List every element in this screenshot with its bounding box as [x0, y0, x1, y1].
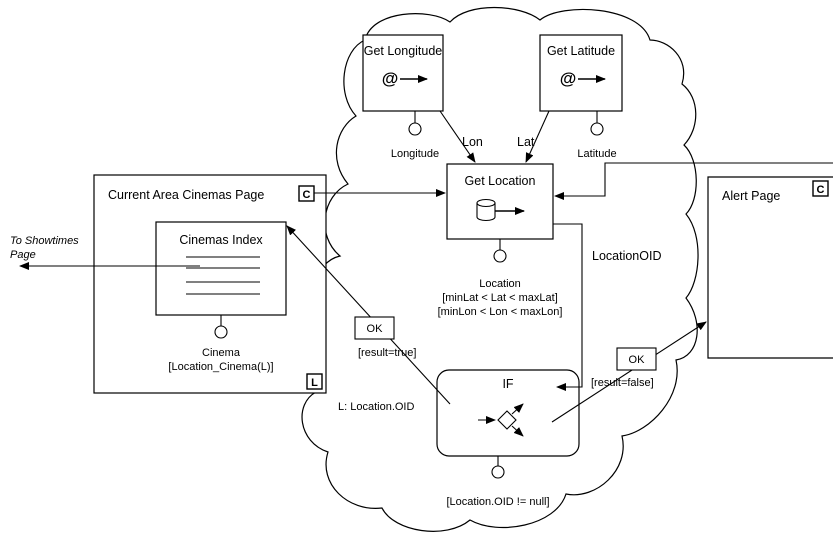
cinemas-index-title: Cinemas Index	[179, 233, 263, 247]
to-showtimes-label-1: To Showtimes	[10, 235, 79, 247]
get-longitude-title: Get Longitude	[364, 44, 443, 58]
ok-true-label: OK	[367, 323, 384, 335]
cinema-param-label: Cinema	[202, 347, 241, 359]
result-true-link[interactable]	[286, 225, 451, 405]
cinema-param-port	[214, 325, 228, 339]
get-location-title: Get Location	[465, 174, 536, 188]
get-latitude-unit[interactable]	[539, 34, 623, 112]
result-true-label: [result=true]	[358, 347, 416, 359]
cinema-param-cond: [Location_Cinema(L)]	[168, 361, 273, 373]
longitude-param-label: Longitude	[391, 148, 439, 160]
location-cond-lon: [minLon < Lon < maxLon]	[438, 306, 563, 318]
ok-false-label: OK	[629, 354, 646, 366]
switch-icon	[478, 403, 524, 437]
at-sign-icon: @	[382, 69, 399, 88]
location-oid-label: LocationOID	[592, 249, 661, 263]
operation-cloud	[299, 7, 699, 532]
alert-page	[707, 176, 833, 359]
result-false-label: [result=false]	[591, 377, 654, 389]
alert-page-title: Alert Page	[722, 189, 780, 203]
if-cond-label: [Location.OID != null]	[446, 496, 549, 508]
location-cond-lat: [minLat < Lat < maxLat]	[442, 292, 558, 304]
to-showtimes-label-2: Page	[10, 249, 36, 261]
page-c-badge-label: C	[303, 189, 311, 201]
current-area-page-title: Current Area Cinemas Page	[108, 188, 264, 202]
get-longitude-unit[interactable]	[362, 34, 444, 112]
alert-c-badge-label: C	[817, 184, 825, 196]
index-list-icon	[186, 256, 260, 295]
lon-link[interactable]	[439, 110, 476, 163]
lon-link-label: Lon	[462, 135, 483, 149]
ok-true-box[interactable]	[354, 316, 395, 340]
location-param-port	[493, 249, 507, 263]
page-l-badge	[306, 373, 323, 390]
location-oid-link[interactable]	[553, 223, 583, 391]
at-sign-icon: @	[560, 69, 577, 88]
page-l-badge-label: L	[311, 377, 318, 389]
lat-link-label: Lat	[517, 135, 535, 149]
result-false-link[interactable]	[551, 321, 707, 423]
ok-false-box[interactable]	[616, 347, 657, 371]
get-location-unit[interactable]	[446, 163, 554, 240]
if-title: IF	[502, 377, 513, 391]
longitude-param-port	[408, 122, 422, 136]
location-param-label: Location	[479, 278, 521, 290]
database-icon	[476, 198, 496, 222]
lat-link[interactable]	[525, 110, 550, 163]
alert-to-location-link[interactable]	[554, 162, 833, 200]
if-param-port	[491, 465, 505, 479]
latitude-param-label: Latitude	[577, 148, 616, 160]
l-param-label: L: Location.OID	[338, 401, 414, 413]
latitude-param-port	[590, 122, 604, 136]
alert-c-badge	[812, 180, 829, 197]
get-latitude-title: Get Latitude	[547, 44, 615, 58]
